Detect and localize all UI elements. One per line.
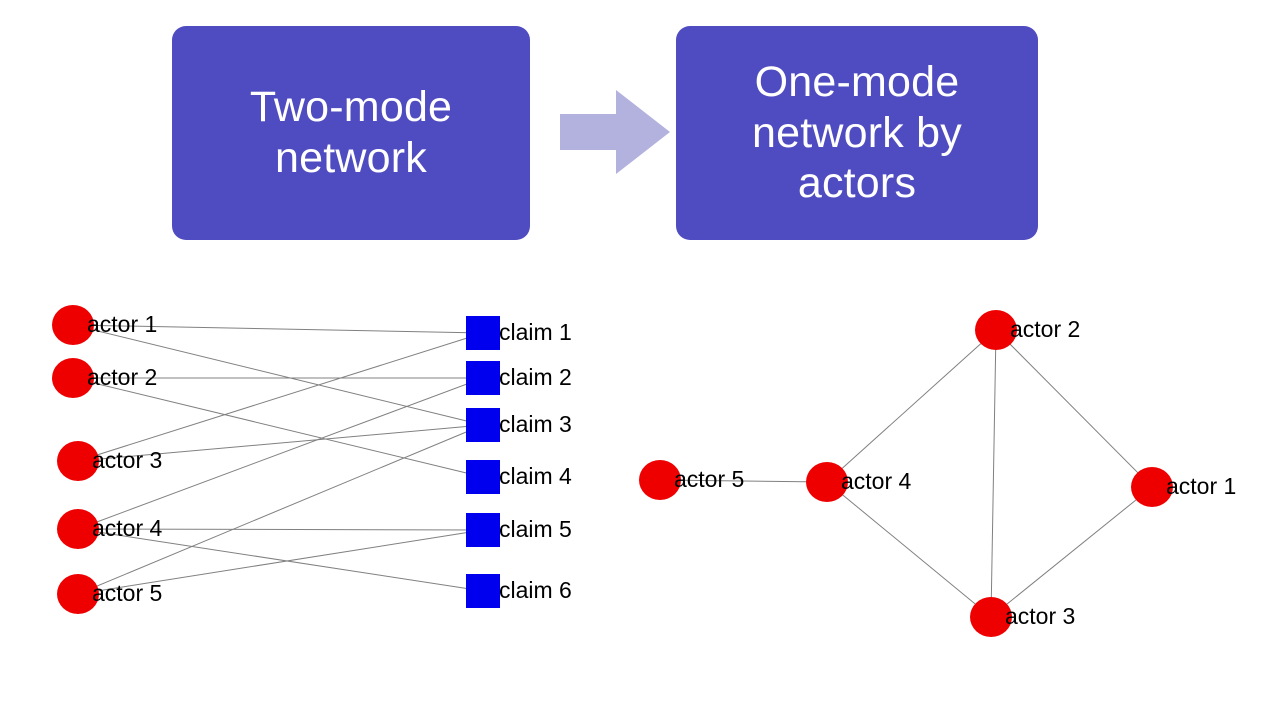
- node-actor-1[interactable]: [52, 305, 94, 345]
- node-actor-4[interactable]: [806, 462, 848, 502]
- node-label-actor-5: actor 5: [674, 466, 745, 492]
- network-edge: [77, 332, 484, 462]
- network-edge: [72, 324, 484, 426]
- network-edge: [77, 424, 484, 595]
- network-edge: [77, 377, 484, 530]
- two-mode-network-box-label: Two-mode network: [249, 83, 453, 182]
- node-label-claim-2: claim 2: [499, 364, 572, 390]
- node-claim-1[interactable]: [466, 316, 500, 350]
- node-actor-5[interactable]: [639, 460, 681, 500]
- network-edge: [77, 528, 484, 592]
- network-edge: [77, 424, 484, 462]
- node-label-actor-3: actor 3: [1005, 603, 1076, 629]
- node-label-actor-4: actor 4: [841, 468, 912, 494]
- network-edge: [72, 377, 484, 478]
- node-actor-2[interactable]: [975, 310, 1017, 350]
- network-edge: [995, 329, 1153, 488]
- node-label-actor-1: actor 1: [87, 311, 158, 337]
- right-arrow-icon: [560, 90, 670, 174]
- two-mode-network-box: Two-mode network: [172, 26, 530, 240]
- network-edge: [72, 324, 484, 334]
- node-label-actor-2: actor 2: [87, 364, 158, 390]
- node-claim-5[interactable]: [466, 513, 500, 547]
- node-label-actor-5: actor 5: [92, 580, 163, 606]
- node-actor-4[interactable]: [57, 509, 99, 549]
- node-actor-2[interactable]: [52, 358, 94, 398]
- node-claim-2[interactable]: [466, 361, 500, 395]
- node-actor-3[interactable]: [57, 441, 99, 481]
- network-edge: [77, 528, 484, 531]
- node-actor-3[interactable]: [970, 597, 1012, 637]
- network-edge: [826, 329, 997, 483]
- node-claim-3[interactable]: [466, 408, 500, 442]
- node-label-actor-1: actor 1: [1166, 473, 1237, 499]
- node-label-actor-2: actor 2: [1010, 316, 1081, 342]
- one-mode-network-box-label: One-mode network by actors: [752, 57, 962, 208]
- network-edge: [990, 329, 997, 618]
- node-actor-1[interactable]: [1131, 467, 1173, 507]
- network-edge: [77, 529, 484, 595]
- network-edge: [826, 481, 992, 618]
- node-label-claim-1: claim 1: [499, 319, 572, 345]
- node-claim-6[interactable]: [466, 574, 500, 608]
- node-label-claim-4: claim 4: [499, 463, 572, 489]
- network-edge: [659, 479, 828, 483]
- node-label-actor-3: actor 3: [92, 447, 163, 473]
- node-claim-4[interactable]: [466, 460, 500, 494]
- network-edge: [990, 486, 1153, 618]
- node-label-claim-3: claim 3: [499, 411, 572, 437]
- one-mode-network-box: One-mode network by actors: [676, 26, 1038, 240]
- node-label-claim-5: claim 5: [499, 516, 572, 542]
- node-label-claim-6: claim 6: [499, 577, 572, 603]
- node-label-actor-4: actor 4: [92, 515, 163, 541]
- node-actor-5[interactable]: [57, 574, 99, 614]
